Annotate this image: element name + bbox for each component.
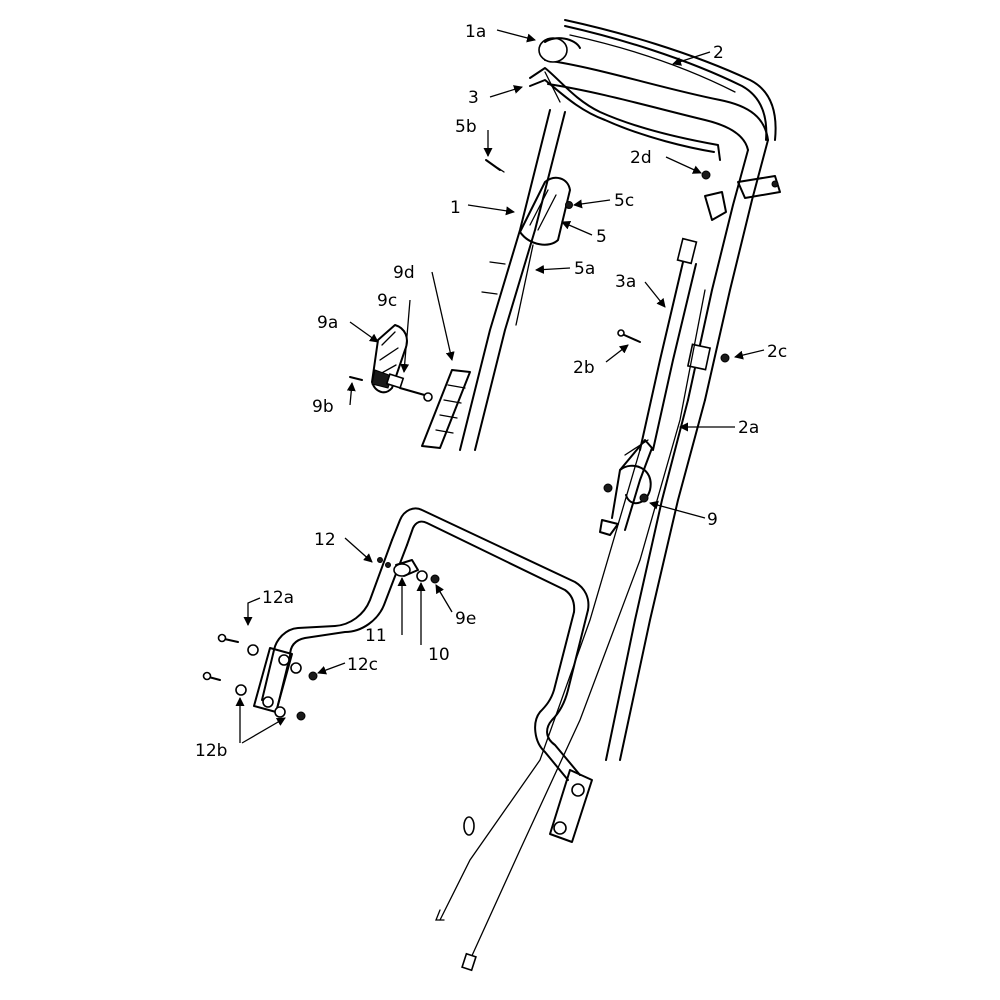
callout-12: 12: [314, 530, 336, 550]
callout-5a: 5a: [574, 259, 595, 279]
left-upper-tube: [421, 109, 566, 451]
callout-2d: 2d: [630, 148, 652, 168]
nut-12c: [274, 662, 318, 721]
callout-3: 3: [468, 88, 479, 108]
callout-labels: 1a 2 3 5b 2d 5c 1 5 5a 9d 3a 9c 9a 2c 2b…: [195, 22, 787, 761]
callout-3a: 3a: [615, 272, 636, 292]
callout-10: 10: [428, 645, 450, 665]
control-bar: [529, 67, 721, 161]
callout-9d: 9d: [393, 263, 415, 283]
lever-9: [599, 439, 653, 536]
bolt-12a: [202, 633, 239, 681]
callout-12b: 12b: [195, 741, 227, 761]
nut-9e: [430, 574, 440, 584]
shaft-9c-9d: [385, 373, 433, 402]
cable-2a: [469, 289, 706, 961]
leader-lines: [235, 29, 765, 744]
nut-2c: [720, 353, 730, 363]
callout-2c: 2c: [767, 342, 787, 362]
callout-1: 1: [450, 198, 461, 218]
bolt-5b: [485, 159, 505, 173]
callout-9e: 9e: [455, 609, 476, 629]
callout-11: 11: [365, 626, 387, 646]
callout-12c: 12c: [347, 655, 378, 675]
callout-1a: 1a: [465, 22, 486, 42]
cable-end-2a: [461, 952, 477, 972]
callout-2a: 2a: [738, 418, 759, 438]
callout-5b: 5b: [455, 117, 477, 137]
callout-9: 9: [707, 510, 718, 530]
callout-2b: 2b: [573, 358, 595, 378]
callout-5: 5: [596, 227, 607, 247]
lower-handle: [253, 507, 593, 843]
spacer-11: [393, 559, 419, 577]
callout-2: 2: [713, 43, 724, 63]
pin-9b: [349, 376, 363, 381]
cable-guide: [519, 176, 573, 246]
callout-9c: 9c: [377, 291, 397, 311]
washer-10: [416, 570, 428, 582]
cable-3a: [435, 237, 698, 921]
callout-9b: 9b: [312, 397, 334, 417]
callout-12a: 12a: [262, 588, 294, 608]
upper-handle: [538, 19, 781, 761]
callout-5c: 5c: [614, 191, 634, 211]
callout-9a: 9a: [317, 313, 338, 333]
nut-2d: [701, 170, 711, 180]
bolt-2b: [617, 329, 641, 343]
washer-12b: [235, 644, 259, 696]
rod-5a: [515, 244, 534, 326]
